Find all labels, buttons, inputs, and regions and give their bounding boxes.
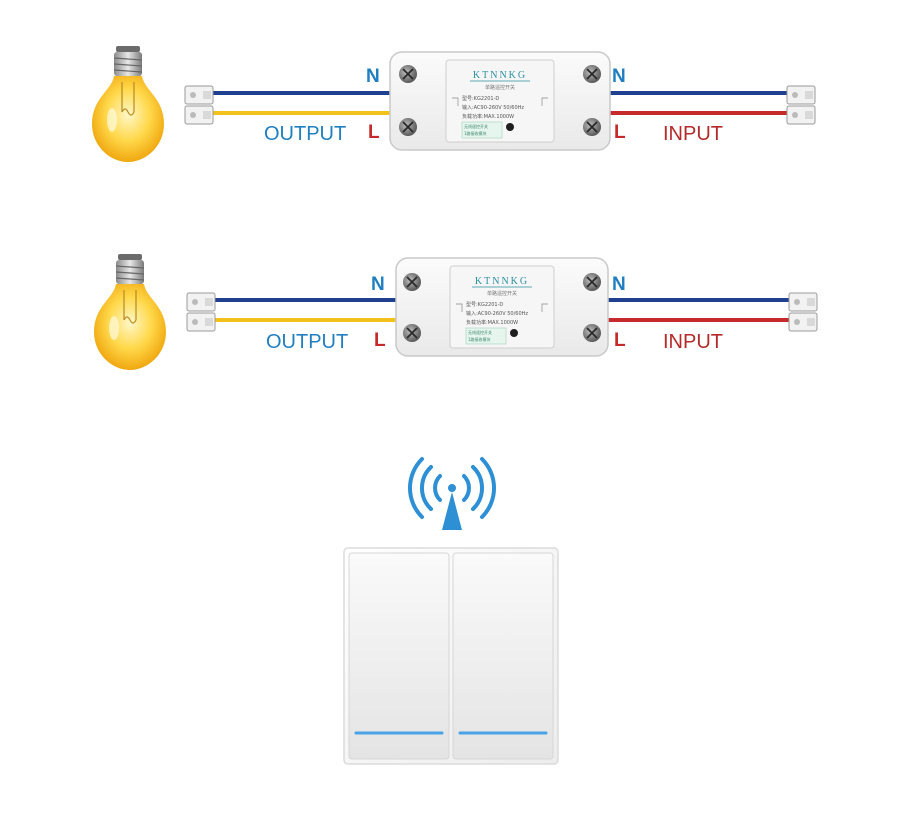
module-power-spec: 负载功率:MAX.1000W: [462, 113, 514, 120]
label-n-right: N: [612, 66, 626, 87]
module-note-1: 无线遥控开关: [464, 123, 488, 129]
circuit-1: KTNNKG 单路遥控开关 型号:KG2201-D 输入:AC90-260V 5…: [91, 45, 816, 163]
label-n-left: N: [371, 274, 385, 295]
terminal-block-right: [786, 85, 816, 125]
light-bulb-icon: [93, 253, 167, 371]
module-note-1: 无线遥控开关: [468, 329, 492, 335]
circuit-2: KTNNKG 单路遥控开关 型号:KG2201-D 输入:AC90-260V 5…: [93, 253, 818, 371]
terminal-block-right: [788, 292, 818, 332]
input-label: INPUT: [663, 331, 723, 353]
light-bulb-icon: [91, 45, 165, 163]
module-input-spec: 输入:AC90-260V 50/60Hz: [462, 104, 524, 111]
label-l-right: L: [614, 330, 626, 351]
module-note-2: 1路接收模块: [468, 336, 491, 342]
module-note-2: 1路接收模块: [464, 130, 487, 136]
module-brand: KTNNKG: [475, 276, 529, 287]
output-label: OUTPUT: [266, 331, 348, 353]
label-l-left: L: [374, 330, 386, 351]
terminal-block-left: [184, 85, 214, 125]
wireless-wall-switch: [343, 547, 559, 765]
label-l-right: L: [614, 122, 626, 143]
switch-button-left[interactable]: [348, 552, 450, 760]
module-input-spec: 输入:AC90-260V 50/60Hz: [466, 310, 528, 317]
module-brand: KTNNKG: [473, 70, 527, 81]
module-subtitle: 单路遥控开关: [485, 84, 515, 91]
switch-button-right[interactable]: [452, 552, 554, 760]
module-model: 型号:KG2201-D: [462, 95, 499, 102]
module-model: 型号:KG2201-D: [466, 301, 503, 308]
module-power-spec: 负载功率:MAX.1000W: [466, 319, 518, 326]
receiver-module: KTNNKG 单路遥控开关 型号:KG2201-D 输入:AC90-260V 5…: [395, 257, 609, 357]
output-label: OUTPUT: [264, 123, 346, 145]
label-l-left: L: [368, 122, 380, 143]
terminal-block-left: [186, 292, 216, 332]
wireless-signal-icon: [408, 457, 496, 530]
module-subtitle: 单路遥控开关: [487, 290, 517, 297]
label-n-right: N: [612, 274, 626, 295]
label-n-left: N: [366, 66, 380, 87]
receiver-module: KTNNKG 单路遥控开关 型号:KG2201-D 输入:AC90-260V 5…: [389, 51, 611, 151]
pairing-button: [510, 329, 518, 337]
pairing-button: [506, 123, 514, 131]
input-label: INPUT: [663, 123, 723, 145]
